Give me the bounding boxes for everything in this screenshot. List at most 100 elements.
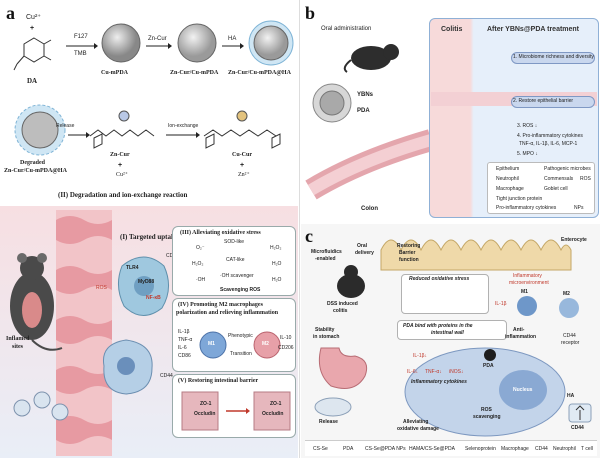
ha-c-label: HA [567, 393, 575, 399]
barrier-label: Barrier [399, 250, 416, 256]
section-iii-box [172, 226, 296, 296]
pda-bind-label: PDA bind with proteins in the [403, 323, 473, 329]
delivery-label: delivery [355, 250, 374, 256]
arrow-1 [66, 43, 98, 49]
m1-c-label: M1 [521, 289, 528, 295]
barrier-cells [181, 391, 291, 431]
intestinal-wall-label: intestinal wall [431, 330, 464, 336]
legend-b-item-8: Pro-inflammatory cytokines [496, 205, 557, 211]
legend-c-item-6: CD44 [535, 446, 548, 452]
panel-a: a Cu²⁺ + DA F127 TMB Cu-mPDA Zn-Cur Zn-C… [0, 0, 298, 458]
enterocyte-label: Enterocyte [561, 237, 587, 243]
il10-label: IL-10 [280, 335, 292, 341]
o2-label: O₂⁻ [196, 245, 205, 251]
dopamine-label: DA [27, 77, 38, 85]
legend-c-item-5: Macrophage [501, 446, 529, 452]
section-iii-title: (III) Alleviating oxidative stress [180, 230, 261, 236]
alleviating-label: Alleviating [403, 419, 429, 425]
anti-label: Anti- [513, 327, 525, 333]
microfluidics-label: Microfluidics [311, 249, 342, 255]
section-iv-box [172, 298, 296, 372]
legend-c-item-3: HAMA/CS-Se@PDA [409, 446, 455, 452]
section-v-title: (V) Restoring intestinal barrier [178, 378, 259, 384]
microenv-label: microenvironment [509, 280, 549, 286]
legend-b-item-3: Commensals [544, 176, 574, 182]
h2o-label: H₂O [272, 261, 282, 267]
legend-c-item-0: CS-Se [313, 446, 328, 452]
m1-macrophage [199, 331, 227, 359]
legend-b-item-0: Epithelium [496, 166, 520, 172]
arrow-2 [146, 43, 172, 49]
cd44-label-2: CD44 [160, 373, 173, 379]
mouse-illustration [10, 253, 63, 351]
ybns-label: YBNs [357, 92, 374, 98]
myd88-label: MyD88 [138, 279, 155, 285]
sod-like-label: SOD-like [224, 239, 245, 245]
inos-c-label: iNOS↓ [449, 369, 464, 375]
oh-scavenger-label: ·OH scavenger [220, 273, 254, 279]
cd86-label: CD86 [178, 353, 191, 359]
il1b-label: IL-1β [178, 329, 190, 335]
degraded-particle [14, 104, 66, 156]
il6-label: IL-6 [178, 345, 187, 351]
panel-b-letter: b [305, 3, 316, 23]
degraded-label: Degraded [20, 160, 45, 166]
occludin-label-2: Occludin [262, 411, 284, 417]
cd206-label: CD206 [278, 345, 294, 351]
oh-radical-label: ·OH [196, 277, 206, 283]
il6-c-label: IL-6↓ [407, 369, 419, 375]
legend-c-item-1: PDA [343, 446, 354, 452]
enabled-label: -enabled [315, 256, 336, 262]
inflammatory-label: Inflammatory [513, 273, 542, 279]
zo1-label: ZO-1 [200, 401, 212, 407]
mouse-c [337, 265, 365, 298]
restoring-label: Restoring [397, 243, 421, 249]
h2o2-label: H₂O₂ [270, 245, 282, 251]
pda-c-label: PDA [483, 363, 494, 369]
zn-cur-arrow-label: Zn-Cur [148, 36, 167, 42]
pda-label: PDA [357, 108, 370, 114]
release-c-label: Release [319, 419, 338, 425]
neutrophil-cell [102, 339, 153, 395]
sites-label: sites [12, 344, 23, 350]
section-iv-title: (IV) Promoting M2 macrophages [178, 302, 263, 308]
legend-c-item-7: Neutrophil [553, 446, 576, 452]
stomach [318, 347, 368, 389]
il1b-c-label: IL-1β↓ [413, 353, 427, 359]
item1-pill [511, 52, 595, 64]
h2o-label-2: H₂O [272, 277, 282, 283]
item1-label: 1. Microbiome richness and diversity [513, 54, 594, 60]
plus-sign-3: + [240, 162, 245, 169]
legend-b-item-7: Tight junction protein [496, 196, 543, 202]
colitis-label: Colitis [441, 26, 463, 33]
section-ii-title: (II) Degradation and ion-exchange reacti… [58, 191, 188, 199]
cu-cur-label: Cu-Cur [232, 152, 253, 158]
item2-pill [511, 96, 595, 108]
colon-label: Colon [361, 206, 378, 212]
f127-label: F127 [74, 34, 88, 40]
dopamine-structure [13, 37, 52, 71]
legend-b-item-4: ROS [580, 176, 591, 182]
colitis-c-label: colitis [333, 308, 348, 314]
zn-cur-mpda-sphere [177, 23, 217, 63]
legend-c-item-8: T cell [581, 446, 593, 452]
macrophage-cell [118, 256, 169, 316]
legend-b-item-2: Neutrophil [496, 176, 519, 182]
section-iv-title-2: polarization and relieving inflammation [176, 310, 279, 316]
zn-cur-mpda-ha-label: Zn-Cur/Cu-mPDA@HA [228, 70, 291, 76]
particles-cluster [13, 391, 69, 421]
inflamed-label: Inflamed [6, 336, 30, 342]
function-label: function [399, 257, 419, 263]
transition-label: Transition [230, 351, 252, 357]
legend-c: CS-Se PDA CS-Se@PDA NPs HAMA/CS-Se@PDA S… [305, 440, 597, 456]
zo1-label-2: ZO-1 [270, 401, 282, 407]
section-i-title: (I) Targeted uptake [120, 233, 178, 241]
tnfa-c-label: TNF-α↓ [425, 369, 442, 375]
in-stomach-label: in stomach [313, 334, 340, 340]
after-treatment-label: After YBNs@PDA treatment [487, 26, 580, 33]
ybns-sphere [312, 83, 352, 123]
oxidative-label: oxidative damage [397, 426, 439, 432]
item5-label: 5. MPO ↓ [517, 151, 538, 157]
colon-tube [305, 129, 435, 200]
h2o2-label-2: H₂O₂ [192, 261, 204, 267]
